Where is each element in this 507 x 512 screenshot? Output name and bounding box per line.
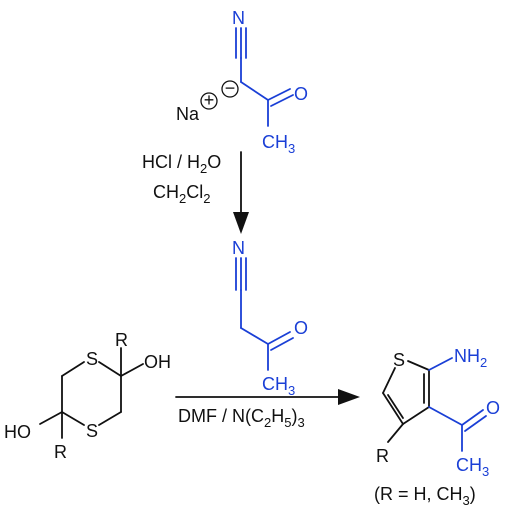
step1-reagent-line2: CH2Cl2 [153, 182, 210, 206]
salt-methyl-sub: 3 [288, 141, 295, 156]
ketonitrile-methyl: CH3 [262, 374, 295, 398]
ketonitrile-bond-carbonyl [240, 327, 269, 345]
cation-charge-circle [200, 92, 218, 110]
product-r: R [376, 446, 389, 466]
dithiane-s-bottom: S [86, 421, 98, 441]
sodium-salt-structure: N O CH3 − Na + [176, 8, 308, 156]
salt-nitrile-n: N [232, 8, 245, 28]
dithiane-oh-top: OH [144, 352, 171, 372]
dithiane-r-top: R [115, 330, 128, 350]
dithiane-r-bottom: R [54, 442, 67, 462]
cation-charge: + [204, 90, 215, 110]
salt-carbonyl-o: O [294, 84, 308, 104]
ketonitrile-double-b [270, 337, 294, 351]
salt-carbonyl-double-a [267, 88, 291, 101]
ketonitrile-double-a [267, 331, 291, 345]
substituent-note: (R = H, CH3) [374, 484, 476, 508]
product-methyl: CH3 [456, 455, 489, 479]
step2-arrow [175, 389, 360, 405]
product-amine: NH2 [454, 346, 487, 370]
anion-charge: − [225, 78, 236, 98]
salt-methyl: CH3 [262, 132, 295, 156]
product-carbonyl-o: O [486, 398, 500, 418]
ketonitrile-structure: N O CH3 [232, 238, 308, 398]
anion-charge-circle [221, 80, 239, 98]
ketonitrile-nitrile-n: N [232, 238, 245, 258]
step1-arrow [233, 151, 249, 234]
sodium-label: Na [176, 104, 200, 124]
dithiane-structure: S S R OH HO R [4, 330, 171, 462]
step1-reagent-line1: HCl / H2O [142, 152, 221, 176]
step2-conditions: DMF / N(C2H5)3 [178, 406, 305, 430]
product-s: S [393, 350, 405, 370]
ketonitrile-carbonyl-o: O [294, 318, 308, 338]
salt-carbonyl-double-b [270, 94, 294, 107]
dithiane-oh-bottom: HO [4, 422, 31, 442]
product-structure: S NH2 O CH3 R [376, 346, 500, 479]
dithiane-s-top: S [86, 349, 98, 369]
salt-bond-carbanion-carbonyl [240, 81, 269, 101]
